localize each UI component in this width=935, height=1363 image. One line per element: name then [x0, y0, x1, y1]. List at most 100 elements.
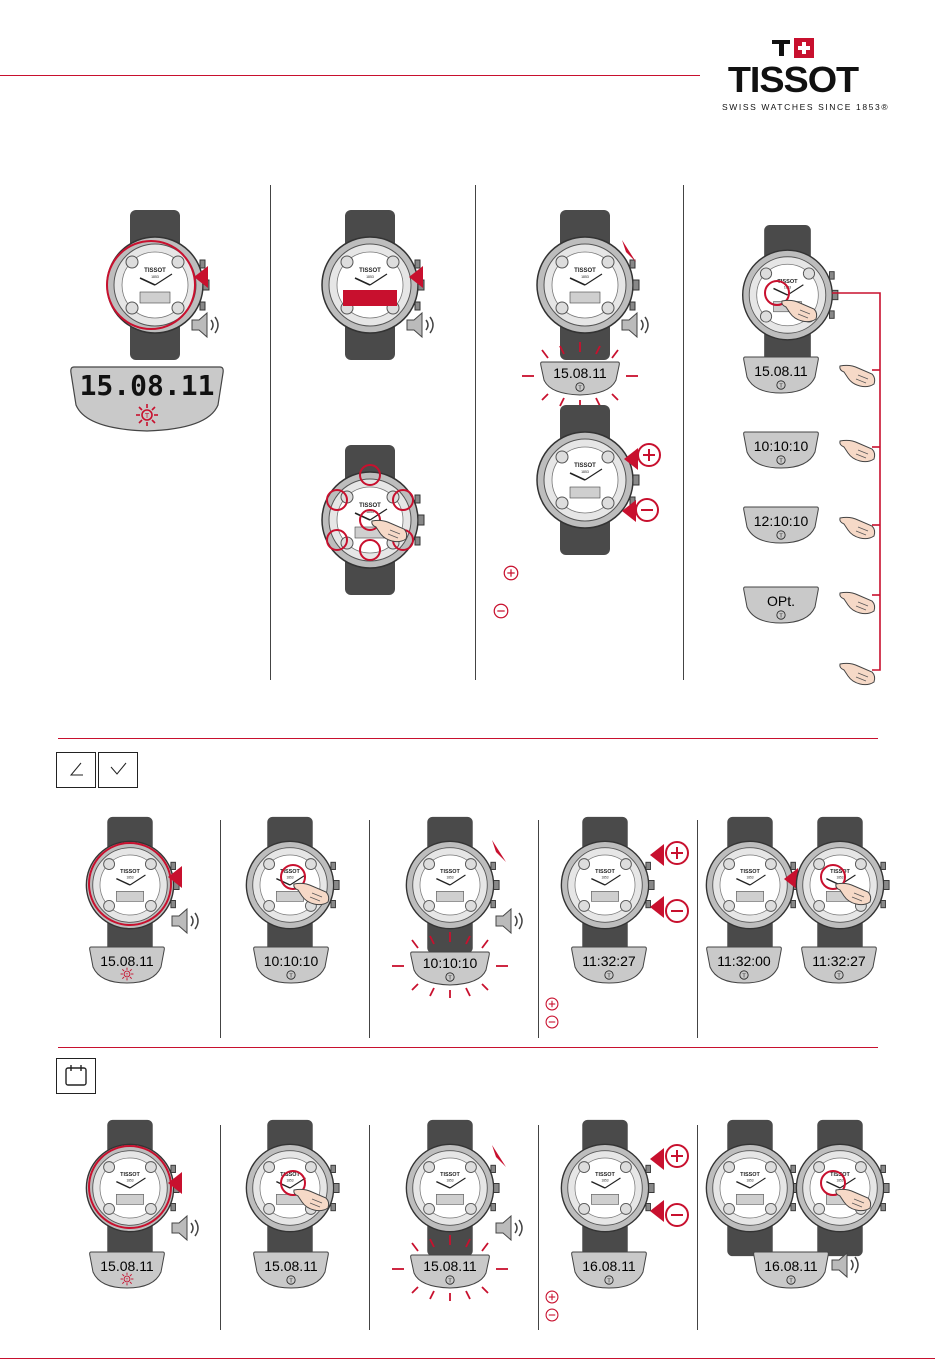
hand-pointer-icon: [838, 360, 878, 390]
lcd-display-small: 11:32:27: [801, 946, 877, 984]
minus-circle-icon: [545, 1308, 559, 1322]
press-arrow-icon: [622, 240, 636, 262]
lcd-digits: 11:32:00: [717, 953, 771, 969]
brand-wordmark: TISSOT: [727, 59, 859, 100]
hand-pointer-icon: [370, 515, 410, 545]
lcd-digits: 10:10:10: [423, 955, 478, 971]
lcd-display-small: OPt.: [743, 586, 819, 624]
touch-highlight-ring: [820, 1170, 846, 1196]
date-separator-4: [697, 1125, 698, 1330]
minus-circle-icon: [664, 898, 690, 924]
calendar-icon: [56, 1058, 96, 1094]
lcd-display-small: 16.08.11: [571, 1251, 647, 1289]
crown-highlight-ring: [88, 842, 172, 926]
crown-highlight-ring: [106, 240, 196, 330]
lcd-display-small: 15.08.11: [89, 946, 165, 984]
time-separator-3: [538, 820, 539, 1038]
lcd-digits: 15.08.11: [100, 953, 154, 969]
hand-pointer-icon: [834, 1184, 874, 1214]
header-rule: [0, 75, 700, 76]
time-separator-2: [369, 820, 370, 1038]
speaker-icon: [405, 310, 441, 340]
lcd-display-small: 11:32:00: [706, 946, 782, 984]
lcd-digits: 15.08.11: [423, 1258, 477, 1274]
date-separator-1: [220, 1125, 221, 1330]
press-arrow-icon: [492, 840, 506, 862]
lcd-digits: 10:10:10: [264, 953, 319, 969]
hand-pointer-icon: [780, 295, 820, 325]
plus-arrow-icon: [650, 1148, 664, 1170]
minus-circle-icon: [545, 1015, 559, 1029]
brand-tagline: SWISS WATCHES SINCE 1853®: [722, 102, 890, 112]
speaker-icon: [190, 310, 226, 340]
lcd-digits: 16.08.11: [764, 1258, 818, 1274]
hand-pointer-icon: [838, 658, 878, 688]
minus-circle-icon: [664, 1202, 690, 1228]
backlight-sun-icon: [135, 403, 159, 427]
lcd-display-large: 15.08.11: [70, 366, 224, 432]
plus-circle-icon: [636, 442, 662, 468]
lcd-flashing: 10:10:10: [392, 932, 508, 998]
hand-pointer-icon: [292, 878, 332, 908]
time-separator-1: [220, 820, 221, 1038]
touch-highlight-ring: [280, 1170, 306, 1196]
lcd-highlight: [343, 290, 397, 306]
lcd-digits: 11:32:27: [582, 953, 636, 969]
lcd-digits: 15.08.11: [80, 369, 215, 402]
menu-cycle-connector: [832, 292, 881, 671]
speaker-icon: [170, 906, 206, 936]
plus-circle-icon: [503, 565, 519, 581]
lcd-display-small: 15.08.11: [743, 356, 819, 394]
watch-illustration: [555, 1118, 655, 1258]
top-separator-1: [270, 185, 271, 680]
lcd-flashing: 15.08.11: [392, 1235, 508, 1301]
press-arrow-icon: [409, 266, 423, 288]
press-arrow-icon: [194, 266, 208, 288]
top-separator-2: [475, 185, 476, 680]
hand-pointer-icon: [292, 1184, 332, 1214]
speaker-icon: [170, 1213, 206, 1243]
plus-arrow-icon: [650, 844, 664, 866]
lcd-display-small: 15.08.11: [89, 1251, 165, 1289]
minus-arrow-icon: [650, 1200, 664, 1222]
section-rule-date: [58, 1047, 878, 1048]
touch-highlight-ring: [280, 864, 306, 890]
press-arrow-icon: [168, 866, 182, 888]
hand-pointer-icon: [838, 512, 878, 542]
footer-rule: [0, 1358, 935, 1359]
lcd-display-small: 15.08.11: [253, 1251, 329, 1289]
lcd-digits: 11:32:27: [812, 953, 866, 969]
hand-pointer-icon: [834, 878, 874, 908]
lcd-digits: 10:10:10: [754, 438, 809, 454]
press-arrow-icon: [492, 1145, 506, 1167]
watch-illustration: [530, 405, 640, 555]
minus-arrow-icon: [650, 896, 664, 918]
minus-circle-icon: [634, 497, 660, 523]
crown-highlight-ring: [88, 1145, 172, 1229]
plus-circle-icon: [545, 997, 559, 1011]
lcd-digits: 15.08.11: [100, 1258, 154, 1274]
press-arrow-icon: [168, 1172, 182, 1194]
watch-illustration: [700, 1118, 800, 1258]
plus-circle-icon: [545, 1290, 559, 1304]
section-rule-time: [58, 738, 878, 739]
plus-circle-icon: [664, 1143, 690, 1169]
time-separator-4: [697, 820, 698, 1038]
lcd-display-small: 10:10:10: [743, 431, 819, 469]
tissot-t-cross-icon: [772, 38, 814, 58]
lcd-digits: OPt.: [767, 593, 795, 609]
speaker-icon: [620, 310, 656, 340]
touch-highlight-ring: [764, 280, 790, 306]
lcd-display-small: 16.08.11: [753, 1251, 829, 1289]
clock-angle-icon: [56, 752, 96, 788]
minus-circle-icon: [493, 603, 509, 619]
touch-highlight-ring: [820, 864, 846, 890]
speaker-icon: [830, 1250, 866, 1280]
brand-logo: TISSOT SWISS WATCHES SINCE 1853®: [720, 38, 888, 112]
lcd-flashing: 15.08.11: [522, 342, 638, 408]
lcd-display-small: 12:10:10: [743, 506, 819, 544]
hand-pointer-icon: [838, 587, 878, 617]
lcd-digits: 15.08.11: [754, 363, 808, 379]
checkmark-icon: [98, 752, 138, 788]
date-separator-3: [538, 1125, 539, 1330]
